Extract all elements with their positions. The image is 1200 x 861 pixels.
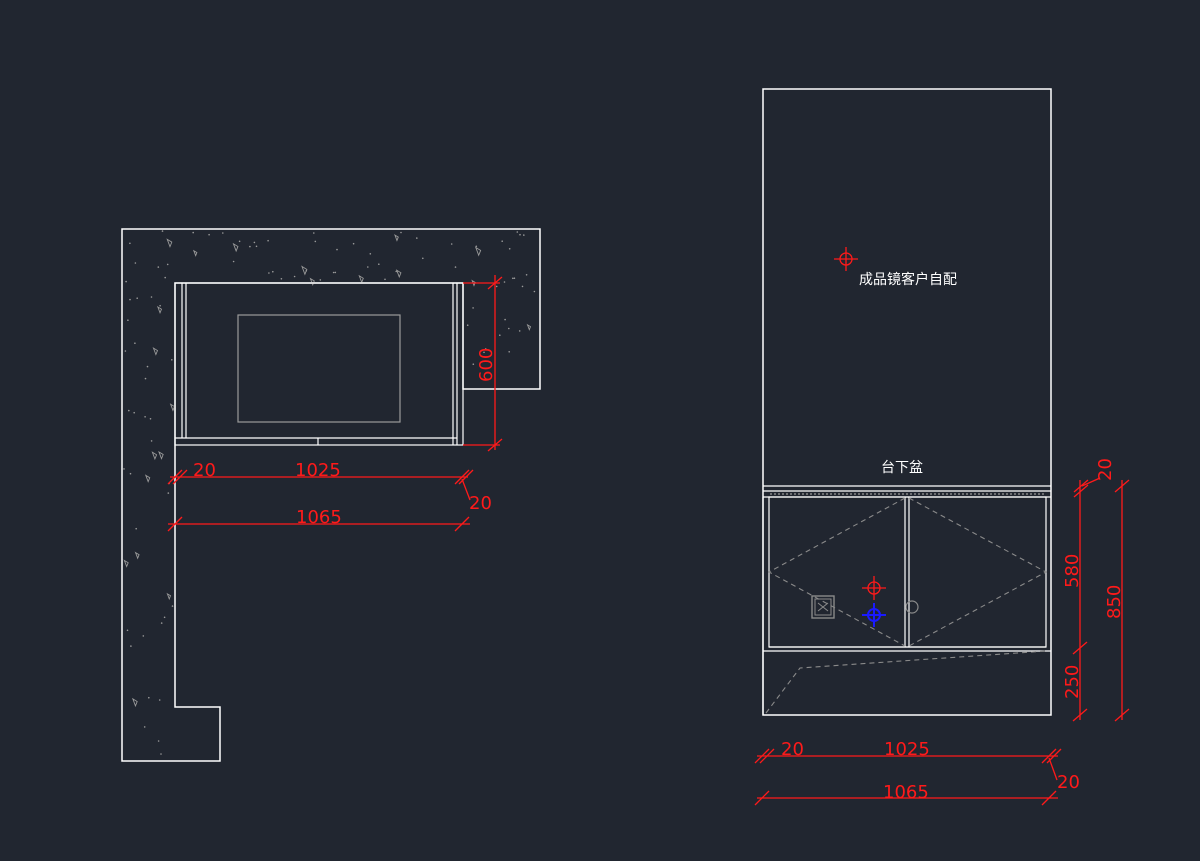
elevation-view: 成品镜客户自配 台下盆 [754, 88, 1130, 806]
elev-dim-overall-text: 1065 [883, 782, 929, 803]
elevation-dim-inner: 20 1025 20 [754, 739, 1080, 793]
plan-dim-wallgap-text: 20 [193, 460, 216, 481]
plan-dim-inner-text: 1025 [295, 460, 341, 481]
plan-dim-overall-text: 1065 [296, 507, 342, 528]
elevation-dim-heights: 20 580 250 850 [1062, 458, 1130, 722]
plan-dim-inner: 20 1025 20 [167, 460, 492, 514]
target-marker-blue [862, 603, 886, 627]
elev-dim-sidegap-text: 20 [1057, 772, 1080, 793]
elevation-countertop[interactable] [763, 485, 1051, 498]
drain-circle-icon [905, 600, 919, 614]
elevation-outline [762, 88, 1052, 716]
plan-dim-overall: 1065 [167, 507, 470, 532]
plan-dim-depth: 600 [463, 275, 503, 452]
elev-dim-inner-text: 1025 [884, 739, 930, 760]
elev-dim-wallgap-text: 20 [781, 739, 804, 760]
plan-vanity-counter[interactable] [174, 282, 464, 446]
elev-dim-top-text: 20 [1095, 458, 1116, 481]
cabinet-doors[interactable] [762, 496, 1051, 715]
target-marker-red [862, 576, 886, 600]
plan-dim-sidegap-text: 20 [469, 493, 492, 514]
concrete-hatch [123, 230, 536, 755]
elev-dim-cabinet-text: 580 [1062, 554, 1083, 588]
plan-basin[interactable] [237, 314, 401, 423]
elev-dim-overall-text: 850 [1104, 585, 1125, 619]
outlet-icon [811, 595, 835, 619]
basin-label: 台下盆 [881, 460, 923, 476]
elev-dim-plinth-text: 250 [1062, 665, 1083, 699]
plan-view: 600 20 1025 20 1065 [121, 228, 541, 762]
mirror-marker [834, 247, 858, 271]
plan-dim-depth-text: 600 [476, 348, 497, 382]
plinth-dashed-line [765, 650, 1047, 714]
mirror-note: 成品镜客户自配 [859, 271, 957, 288]
elevation-dim-overall: 1065 [754, 782, 1058, 806]
